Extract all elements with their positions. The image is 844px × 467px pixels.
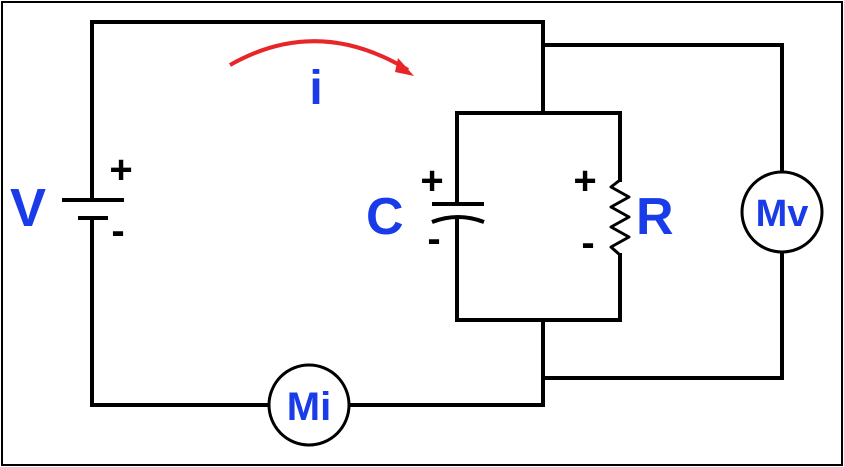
resistor-label: R	[636, 188, 674, 246]
wires	[90, 20, 784, 407]
battery-symbol	[62, 198, 124, 220]
capacitor-symbol	[431, 202, 485, 224]
battery-plus-sign: +	[109, 148, 132, 192]
resistor-plus-sign: +	[573, 159, 596, 203]
ammeter-label: Mi	[287, 385, 331, 429]
battery-minus-sign: -	[111, 209, 124, 253]
current-arrow-head	[395, 58, 414, 76]
resistor-symbol	[609, 178, 631, 257]
voltmeter-label: Mv	[756, 193, 809, 235]
voltmeter-circle	[740, 170, 824, 254]
source-label: V	[10, 178, 46, 238]
current-label: i	[309, 62, 322, 115]
current-arrow-arc	[229, 39, 410, 72]
ammeter-circle	[267, 363, 351, 447]
capacitor-minus-sign: -	[427, 217, 440, 261]
capacitor-plus-sign: +	[420, 159, 443, 203]
capacitor-label: C	[366, 188, 404, 246]
resistor-minus-sign: -	[581, 221, 594, 265]
capacitor-plate-bottom	[431, 215, 485, 224]
